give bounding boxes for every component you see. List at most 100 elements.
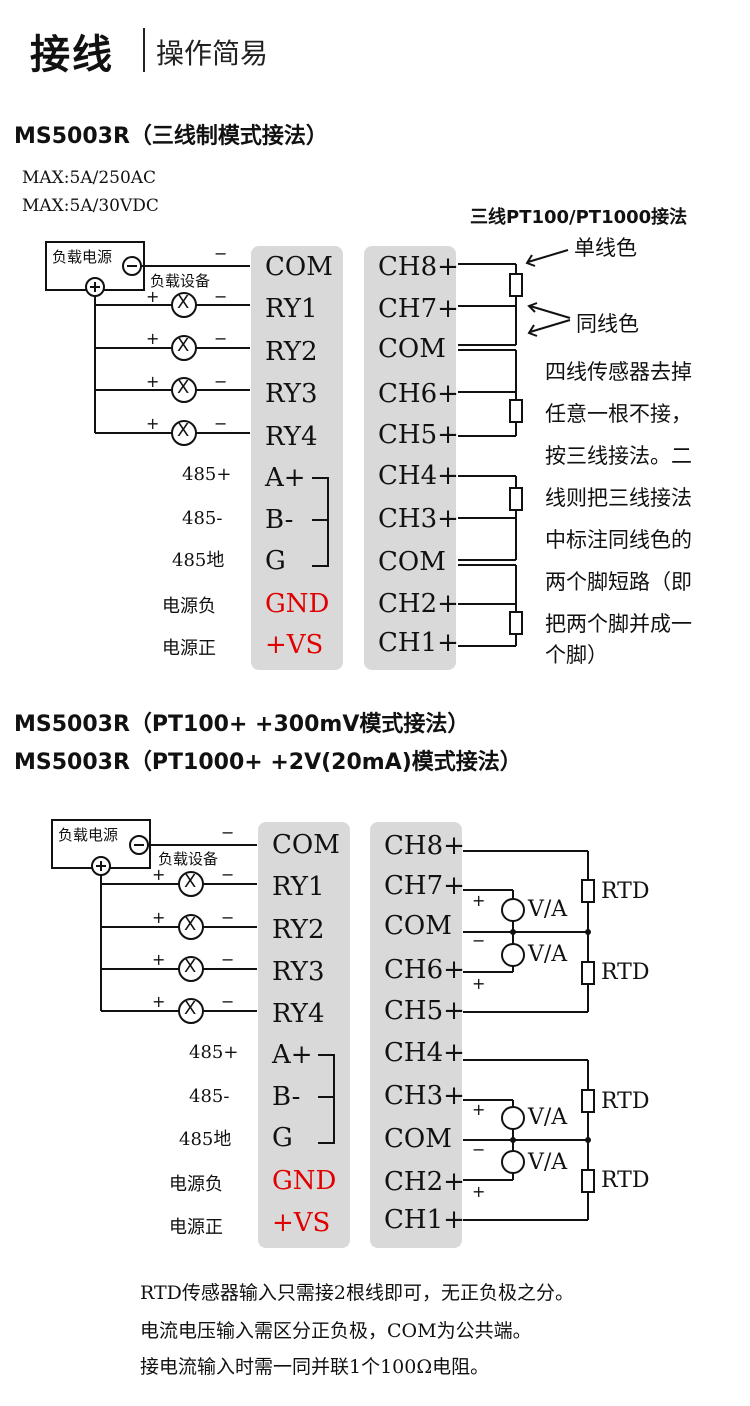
pin-ry2: RY2 xyxy=(272,915,325,945)
plus-sign: + xyxy=(146,329,160,348)
minus-sign: − xyxy=(221,950,235,969)
section1-title: MS5003R（三线制模式接法） xyxy=(14,124,328,149)
minus-sign: − xyxy=(472,1140,486,1159)
note-line: 线则把三线接法 xyxy=(545,486,692,510)
va-label: V/A xyxy=(528,1150,568,1175)
va-label: V/A xyxy=(528,897,568,922)
plus-sign: + xyxy=(472,1100,486,1119)
note-line: 按三线接法。二 xyxy=(545,444,692,468)
pin-gnd: GND xyxy=(265,589,330,619)
pin-ch7: CH7+ xyxy=(378,294,459,324)
minus-sign: − xyxy=(214,244,228,263)
minus-sign: − xyxy=(221,823,235,842)
lamp-icon: X xyxy=(177,335,190,356)
plus-sign: + xyxy=(146,414,160,433)
pin-b-minus: B- xyxy=(272,1082,301,1112)
pin-ch8: CH8+ xyxy=(384,831,465,861)
right-terminal-panel-1 xyxy=(364,246,456,670)
load-power-label: 负载电源 xyxy=(52,248,113,266)
note-line: 个脚） xyxy=(545,643,608,667)
rating-ac: MAX:5A/250AC xyxy=(22,168,157,188)
plus-sign: + xyxy=(152,865,166,884)
pin-com-right: COM xyxy=(384,1124,452,1154)
pin-ch8: CH8+ xyxy=(378,252,459,282)
pin-ch2: CH2+ xyxy=(378,589,459,619)
lamp-icon: X xyxy=(184,871,197,892)
lamp-icon: X xyxy=(177,377,190,398)
minus-sign: − xyxy=(214,329,228,348)
pin-ch2: CH2+ xyxy=(384,1167,465,1197)
pin-ch6: CH6+ xyxy=(378,379,459,409)
minus-sign: − xyxy=(221,992,235,1011)
plus-sign: + xyxy=(152,950,166,969)
lamp-icon: X xyxy=(184,998,197,1019)
title-divider xyxy=(143,28,145,72)
lamp-icon: X xyxy=(177,292,190,313)
plus-sign: + xyxy=(152,908,166,927)
pin-ry3: RY3 xyxy=(272,957,325,987)
load-device-label: 负载设备 xyxy=(150,272,211,290)
rtd-label: RTD xyxy=(601,960,650,985)
plus-sign: + xyxy=(146,372,160,391)
lamp-icon: X xyxy=(184,914,197,935)
pin-g: G xyxy=(265,546,286,576)
pin-ry1: RY1 xyxy=(265,294,318,324)
pin-a-plus: A+ xyxy=(265,463,306,493)
pin-ch1: CH1+ xyxy=(378,628,459,658)
same-color-label: 同线色 xyxy=(576,312,639,336)
plus-sign: + xyxy=(146,287,160,306)
plus-sign: + xyxy=(472,974,486,993)
note-line: 任意一根不接， xyxy=(545,402,692,426)
pin-com: COM xyxy=(272,830,340,860)
pin-vs: +VS xyxy=(265,630,324,660)
bottom-note: 接电流输入时需一同并联1个100Ω电阻。 xyxy=(140,1356,490,1378)
load-power-label: 负载电源 xyxy=(58,826,119,844)
pin-g: G xyxy=(272,1123,293,1153)
section2-title-pt100: MS5003R（PT100+ +300mV模式接法） xyxy=(14,712,470,737)
section2-title-pt1000: MS5003R（PT1000+ +2V(20mA)模式接法） xyxy=(14,750,522,775)
note-line: 把两个脚并成一 xyxy=(545,612,692,636)
note-line: 中标注同线色的 xyxy=(545,528,692,552)
plus-sign: + xyxy=(152,992,166,1011)
wiring-diagram-1 xyxy=(45,241,571,647)
minus-sign: − xyxy=(214,414,228,433)
note-line: 四线传感器去掉 xyxy=(545,360,692,384)
pt-wiring-title: 三线PT100/PT1000接法 xyxy=(470,207,688,228)
single-color-label: 单线色 xyxy=(574,236,637,260)
pin-ch3: CH3+ xyxy=(378,504,459,534)
pin-ch5: CH5+ xyxy=(378,420,459,450)
pin-ch4: CH4+ xyxy=(384,1038,465,1068)
pin-gnd: GND xyxy=(272,1166,337,1196)
note-line: 两个脚短路（即 xyxy=(545,570,692,594)
pin-ry4: RY4 xyxy=(272,999,325,1029)
pin-a-plus: A+ xyxy=(272,1040,313,1070)
pin-ry2: RY2 xyxy=(265,337,318,367)
pin-ry1: RY1 xyxy=(272,872,325,902)
label-power-negative: 电源负 xyxy=(169,1174,223,1195)
rtd-label: RTD xyxy=(601,879,650,904)
minus-sign: − xyxy=(221,908,235,927)
pin-b-minus: B- xyxy=(265,505,294,535)
pin-ch6: CH6+ xyxy=(384,955,465,985)
label-485-minus: 485- xyxy=(182,508,223,529)
minus-sign: − xyxy=(214,287,228,306)
page-title: 接线 xyxy=(30,32,114,78)
pin-ch4: CH4+ xyxy=(378,461,459,491)
pin-ch3: CH3+ xyxy=(384,1081,465,1111)
label-485-plus: 485+ xyxy=(189,1042,239,1063)
label-485-ground: 485地 xyxy=(179,1129,232,1150)
page-subtitle: 操作简易 xyxy=(156,37,269,70)
pin-ry3: RY3 xyxy=(265,379,318,409)
minus-sign: − xyxy=(214,372,228,391)
left-terminal-panel-2 xyxy=(258,822,350,1248)
pin-ch1: CH1+ xyxy=(384,1205,465,1235)
label-power-positive: 电源正 xyxy=(169,1217,223,1238)
pin-ch7: CH7+ xyxy=(384,871,465,901)
pin-com-right: COM xyxy=(384,911,452,941)
rtd-label: RTD xyxy=(601,1168,650,1193)
minus-sign: − xyxy=(472,931,486,950)
rating-dc: MAX:5A/30VDC xyxy=(22,196,159,216)
va-label: V/A xyxy=(528,942,568,967)
pin-com-right: COM xyxy=(378,334,446,364)
